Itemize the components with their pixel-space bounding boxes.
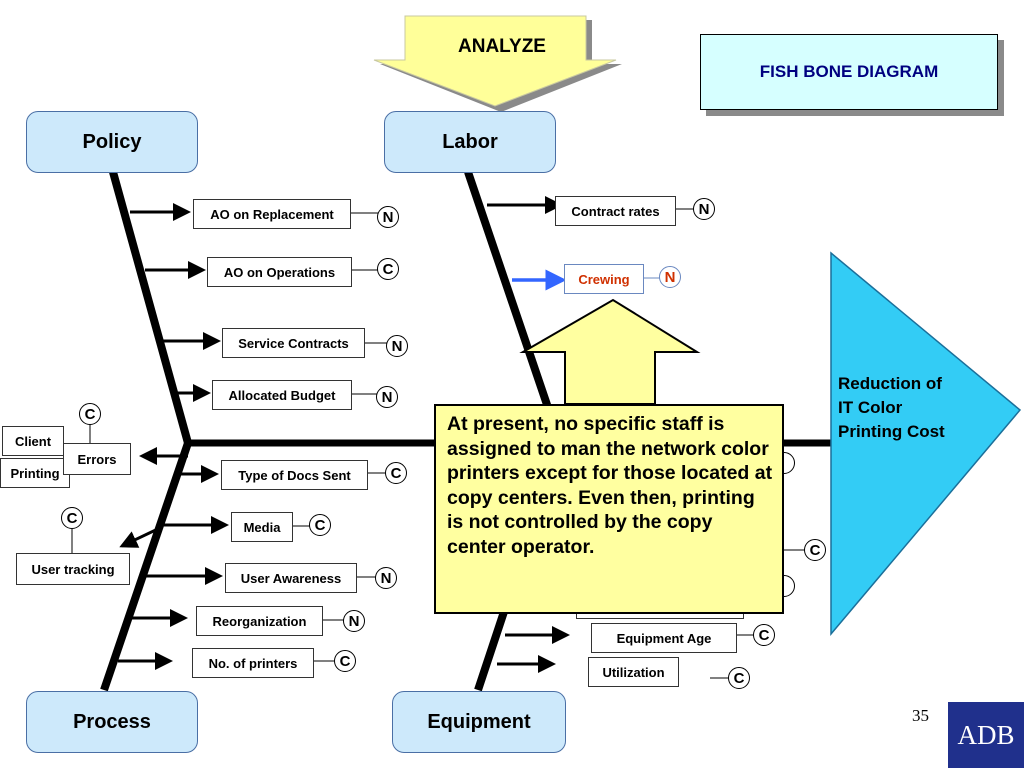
process-cause-code: N	[375, 567, 397, 589]
policy-cause: AO on Operations	[207, 257, 352, 287]
category-policy: Policy	[26, 111, 198, 173]
process-cause: User Awareness	[225, 563, 357, 593]
analyze-arrow-face	[373, 15, 617, 107]
slide-number: 35	[912, 706, 929, 725]
labor-cause-highlighted: Crewing	[564, 264, 644, 294]
user-tracking-arrow	[119, 525, 163, 548]
callout-text: At present, no specific staff is assigne…	[434, 404, 784, 614]
policy-cause: Service Contracts	[222, 328, 365, 358]
policy-cause-code: N	[377, 206, 399, 228]
effect-head	[830, 251, 1022, 637]
errors-code: C	[79, 403, 101, 425]
equipment-cause-code: C	[728, 667, 750, 689]
process-cause: Media	[231, 512, 293, 542]
policy-cause-code: N	[386, 335, 408, 357]
adb-logo: ADB	[948, 702, 1024, 768]
bone-labor	[464, 170, 564, 445]
errors-label: Errors	[63, 443, 131, 475]
bone-process	[100, 441, 192, 692]
process-cause-code: C	[334, 650, 356, 672]
printing-label: Printing	[0, 458, 70, 488]
labor-cause-code-highlighted: N	[659, 266, 681, 288]
process-cause: Reorganization	[196, 606, 323, 636]
category-equipment: Equipment	[392, 691, 566, 753]
process-cause: No. of printers	[192, 648, 314, 678]
policy-cause-code: N	[376, 386, 398, 408]
effect-label: Reduction of IT Color Printing Cost	[838, 374, 945, 441]
equipment-cause: Utilization	[588, 657, 679, 687]
process-cause-code: C	[309, 514, 331, 536]
callout-arrow	[519, 298, 701, 405]
user-tracking-code: C	[61, 507, 83, 529]
process-cause: Type of Docs Sent	[221, 460, 368, 490]
category-process: Process	[26, 691, 198, 753]
process-cause-code: N	[343, 610, 365, 632]
analyze-label: ANALYZE	[458, 36, 546, 57]
policy-cause: Allocated Budget	[212, 380, 352, 410]
equipment-cause-code: C	[753, 624, 775, 646]
policy-cause: AO on Replacement	[193, 199, 351, 229]
equipment-cause: Equipment Age	[591, 623, 737, 653]
client-label: Client	[2, 426, 64, 456]
policy-cause-code: C	[377, 258, 399, 280]
partial-code: C	[804, 539, 826, 561]
labor-cause: Contract rates	[555, 196, 676, 226]
diagram-title: FISH BONE DIAGRAM	[700, 34, 998, 110]
labor-cause-code: N	[693, 198, 715, 220]
user-tracking-label: User tracking	[16, 553, 130, 585]
process-cause-code: C	[385, 462, 407, 484]
category-labor: Labor	[384, 111, 556, 173]
bone-policy	[109, 170, 192, 445]
